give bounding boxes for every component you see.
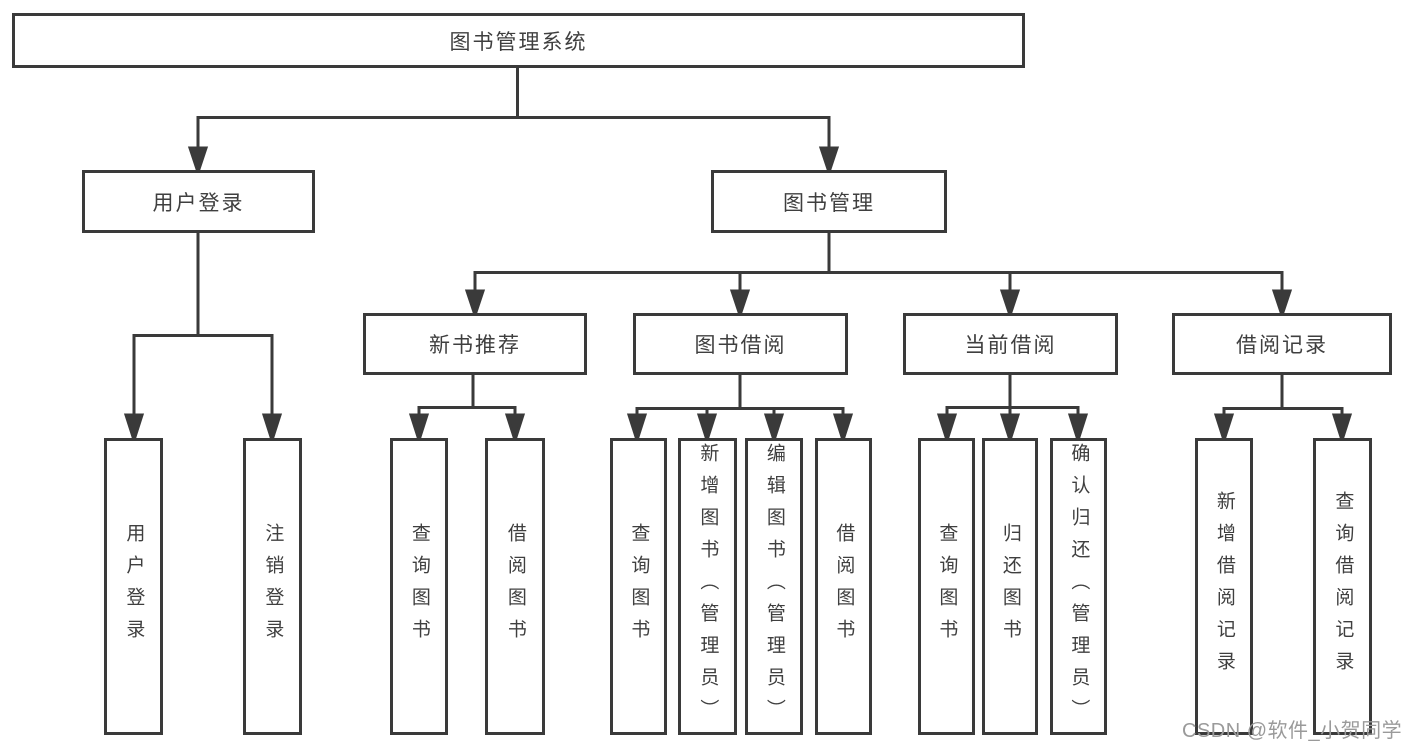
leaf-label: 查询图书	[628, 522, 650, 651]
node-borrow-records: 借阅记录	[1172, 313, 1392, 375]
connector-borrow-records-to-leaves	[1213, 374, 1353, 445]
connector-current-borrow-to-leaves	[936, 375, 1089, 445]
node-book-borrow: 图书借阅	[633, 313, 848, 375]
node-label: 新书推荐	[429, 334, 521, 357]
leaf-label: 新增图书（管理员）	[697, 442, 719, 731]
node-label: 图书管理	[783, 191, 875, 215]
leaf-label: 查询图书	[408, 522, 430, 651]
connector-new-book-recommend-to-leaves	[408, 374, 526, 445]
connector-book-management-to-level3	[464, 232, 1293, 320]
csdn-watermark: CSDN @软件_小贺同学	[1182, 720, 1403, 742]
connector-root-to-level2	[187, 66, 840, 177]
node-current-borrow: 当前借阅	[903, 313, 1118, 375]
node-label: 借阅记录	[1236, 334, 1328, 357]
leaf-label: 查询图书	[936, 522, 958, 651]
node-book-management: 图书管理	[711, 170, 947, 233]
leaf-label: 新增借阅记录	[1213, 490, 1235, 683]
node-label: 当前借阅	[964, 334, 1057, 357]
node-label: 图书借阅	[694, 334, 787, 357]
leaf-label: 用户登录	[123, 522, 145, 651]
leaf-add-borrow-record: 新增借阅记录	[1195, 438, 1253, 735]
leaf-label: 归还图书	[999, 522, 1021, 651]
leaf-label: 确认归还（管理员）	[1068, 442, 1090, 731]
leaf-confirm-return-admin: 确认归还（管理员）	[1050, 438, 1107, 735]
node-library-management-system: 图书管理系统	[12, 13, 1025, 68]
leaf-label: 注销登录	[262, 522, 284, 651]
leaf-user-login: 用户登录	[104, 438, 163, 735]
leaf-borrow-books-newbooks: 借阅图书	[485, 438, 545, 735]
connector-user-login-to-leaves	[123, 232, 283, 445]
node-label: 用户登录	[152, 191, 245, 215]
node-user-login: 用户登录	[82, 170, 315, 233]
connector-book-borrow-to-leaves	[626, 375, 854, 445]
leaf-label: 编辑图书（管理员）	[763, 442, 785, 731]
leaf-borrow-books-borrow: 借阅图书	[815, 438, 872, 735]
leaf-query-books-newbooks: 查询图书	[390, 438, 448, 735]
leaf-label: 借阅图书	[504, 522, 526, 651]
leaf-query-books-borrow: 查询图书	[610, 438, 667, 735]
leaf-query-borrow-record: 查询借阅记录	[1313, 438, 1372, 735]
leaf-query-books-current: 查询图书	[918, 438, 975, 735]
leaf-edit-book-admin: 编辑图书（管理员）	[745, 438, 803, 735]
node-label: 图书管理系统	[449, 30, 588, 54]
leaf-return-book: 归还图书	[982, 438, 1038, 735]
leaf-label: 借阅图书	[833, 522, 855, 651]
node-new-book-recommend: 新书推荐	[363, 313, 587, 375]
leaf-logout: 注销登录	[243, 438, 302, 735]
leaf-add-book-admin: 新增图书（管理员）	[678, 438, 737, 735]
leaf-label: 查询借阅记录	[1332, 490, 1354, 683]
